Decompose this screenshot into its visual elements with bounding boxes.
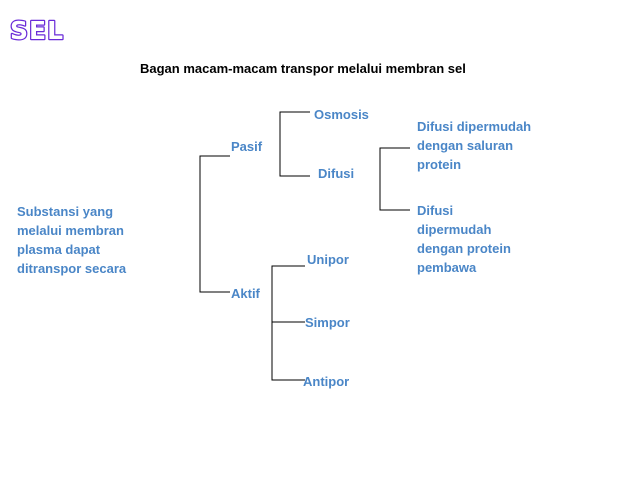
logo-text: SEL xyxy=(10,16,64,45)
node-root-substansi: Substansi yang melalui membran plasma da… xyxy=(17,204,127,276)
pasif-bracket xyxy=(279,111,310,177)
root-bracket xyxy=(199,155,230,293)
node-aktif: Aktif xyxy=(231,286,260,301)
sel-logo: SEL xyxy=(9,15,65,47)
node-unipor: Unipor xyxy=(307,252,349,267)
node-difusi-protein-pembawa: Difusi dipermudah dengan protein pembawa xyxy=(417,203,511,275)
node-difusi-saluran-protein: Difusi dipermudah dengan saluran protein xyxy=(417,119,532,172)
node-pasif: Pasif xyxy=(231,139,263,154)
aktif-bracket xyxy=(271,265,305,381)
node-osmosis: Osmosis xyxy=(314,107,369,122)
node-difusi: Difusi xyxy=(318,166,355,181)
node-antipor: Antipor xyxy=(303,374,350,389)
node-simpor: Simpor xyxy=(305,315,350,330)
difusi-bracket xyxy=(379,147,410,211)
diagram-title: Bagan macam-macam transpor melalui membr… xyxy=(140,61,466,76)
